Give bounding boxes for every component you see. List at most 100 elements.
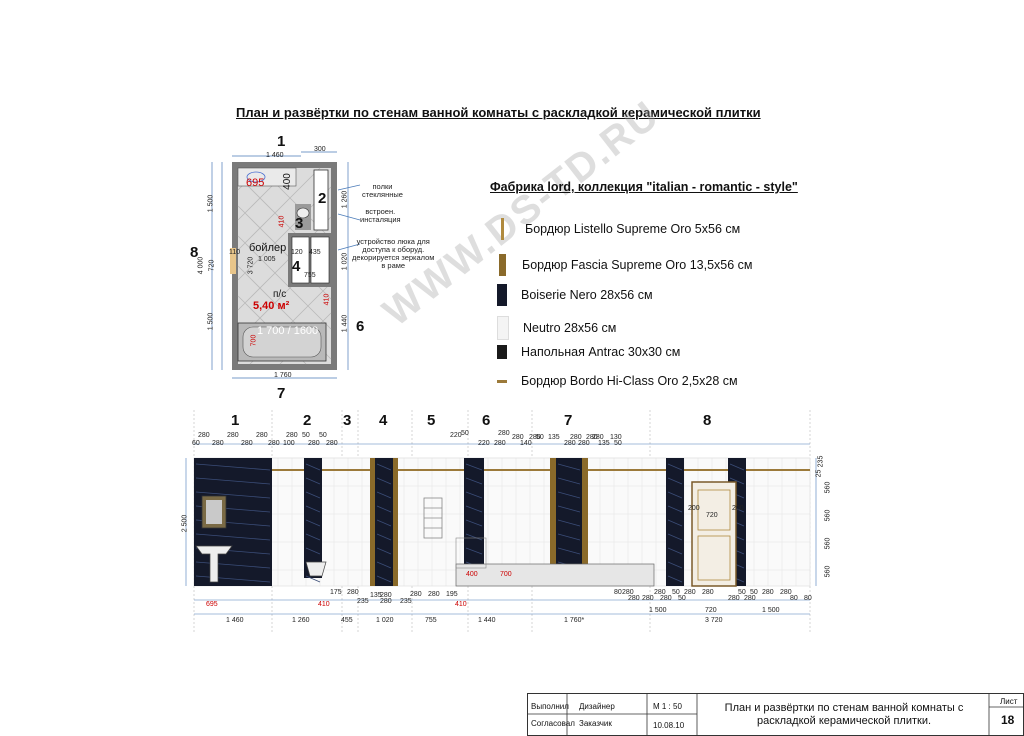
elev-top-dim: 280 <box>512 434 524 441</box>
elev-bottom-dim2: 280 <box>728 595 740 602</box>
elev-top-dim2: 220 <box>478 440 490 447</box>
tile-pattern <box>376 575 392 583</box>
elev-top-dim2: 280 <box>578 440 590 447</box>
tile-pattern <box>305 491 321 499</box>
elev-bottom-dim: 280 <box>762 589 774 596</box>
tile-pattern <box>376 463 392 471</box>
elev-right-dim: 560 <box>824 509 832 522</box>
stamp-sheet-label: Лист <box>1000 697 1018 706</box>
plan-sink-width: 695 <box>246 177 265 189</box>
elev-bottom-dim: 280 <box>428 591 440 598</box>
elev-bottom-dim: 50 <box>750 589 758 596</box>
elev-top-dim2: 280 <box>241 440 253 447</box>
elev-bottom-dim: 80 <box>614 589 622 596</box>
plan-wall-1: 1 <box>277 133 286 150</box>
elev-right-dim: 560 <box>824 537 832 550</box>
legend-swatch <box>501 218 504 240</box>
elev-top-dim: 50 <box>302 432 310 439</box>
tile-pattern <box>376 491 392 499</box>
legend-swatch <box>499 254 506 276</box>
elev-right-dim: 560 <box>824 565 832 578</box>
elev-bottom-dim: 280 <box>654 589 666 596</box>
elev-wall-width: 1 020 <box>376 617 394 624</box>
door-dim: 200 <box>732 505 744 512</box>
elev-red-dim: 410 <box>455 601 467 608</box>
page-title: План и развёртки по стенам ванной комнат… <box>236 105 761 120</box>
stamp-date: 10.08.10 <box>653 721 685 730</box>
elev-top-dim2: 280 <box>268 440 280 447</box>
elevation-door <box>691 481 737 587</box>
stamp-approved-label: Согласовал <box>531 719 575 728</box>
tile-pattern <box>376 477 392 485</box>
elev-bottom-dim2: 235 <box>400 598 412 605</box>
elev-wall-8: 8 <box>703 412 712 429</box>
legend-swatch <box>497 345 507 359</box>
plan-dim-right-2: 1 020 <box>341 252 349 271</box>
elev-top-dim: 280 <box>286 432 298 439</box>
elev-right-dim: 560 <box>824 481 832 494</box>
stamp-sheet-number: 18 <box>1001 713 1015 727</box>
elev-top-dim: 135 <box>548 434 560 441</box>
tile-pattern <box>376 505 392 513</box>
plan-inner-dim-1005: 1 005 <box>258 256 276 263</box>
plan-bath-size: 1 700 / 1600 <box>257 325 319 337</box>
elev-top-dim2: 100 <box>283 440 295 447</box>
plan-inner-dim-400: 400 <box>281 173 293 190</box>
legend-swatch <box>497 284 507 306</box>
elev-top-dim2: 280 <box>326 440 338 447</box>
elev-top-dim: 280 <box>256 432 268 439</box>
elev-wall-width: 720 <box>705 607 717 614</box>
elev-wall-width: 1 500 <box>762 607 780 614</box>
tile-pattern <box>667 547 683 555</box>
factory-title: Фабрика lord, коллекция "italian - roman… <box>490 180 798 194</box>
tile-pattern <box>305 477 321 485</box>
elev-bottom-dim: 280 <box>410 591 422 598</box>
elev-top-dim: 280 <box>570 434 582 441</box>
tile-pattern <box>376 519 392 527</box>
elev-bottom-dim: 195 <box>446 591 458 598</box>
elev-bottom-dim2: 280 <box>744 595 756 602</box>
tile-pattern <box>195 533 271 541</box>
tile-pattern <box>465 505 483 513</box>
tile-pattern <box>376 547 392 555</box>
elev-wall-4: 4 <box>379 412 388 429</box>
elev-bottom-dim: 280 <box>780 589 792 596</box>
elev-top-dim2: 280 <box>212 440 224 447</box>
tile-pattern <box>729 463 745 471</box>
tile-pattern <box>729 477 745 485</box>
elevation-sink <box>195 545 233 583</box>
tile-pattern <box>667 575 683 583</box>
plan-inner-dim-3720: 3 720 <box>247 256 255 275</box>
elev-top-dim2: 50 <box>614 440 622 447</box>
elev-bottom-dim2: 280 <box>380 598 392 605</box>
tile-pattern <box>557 491 581 499</box>
plan-wall-7: 7 <box>277 385 286 402</box>
tile-pattern <box>465 547 483 555</box>
elev-bottom-dim2: 280 <box>642 595 654 602</box>
stamp-caption: План и развёртки по стенам ванной комнат… <box>724 702 964 727</box>
door-dim: 720 <box>706 512 718 519</box>
tile-pattern <box>305 547 321 555</box>
elev-bottom-dim: 280 <box>702 589 714 596</box>
tile-pattern <box>376 561 392 569</box>
elev-bottom-dim: 135 <box>370 592 382 599</box>
plan-wall-4: 4 <box>292 258 301 275</box>
tile-pattern <box>667 505 683 513</box>
tile-pattern <box>465 491 483 499</box>
plan-area: 5,40 м² <box>253 300 290 312</box>
tile-pattern <box>305 575 321 583</box>
elev-right-dim: 235 <box>817 455 825 468</box>
plan-dim-bottom: 1 760 <box>274 372 292 379</box>
tile-pattern <box>557 477 581 485</box>
legend-item: Neutro 28х56 см <box>497 316 616 340</box>
elev-wall-3: 3 <box>343 412 352 429</box>
tile-pattern <box>557 463 581 471</box>
tile-pattern <box>667 477 683 485</box>
elev-bottom-dim2: 280 <box>660 595 672 602</box>
plan-dim-left-2: 720 <box>208 259 216 272</box>
elev-bottom-dim2: 280 <box>628 595 640 602</box>
elev-top-dim2: 280 <box>494 440 506 447</box>
elev-top-dim: 280 <box>198 432 210 439</box>
elev-bottom-dim2: 50 <box>678 595 686 602</box>
elev-bottom-dim2: 235 <box>357 598 369 605</box>
